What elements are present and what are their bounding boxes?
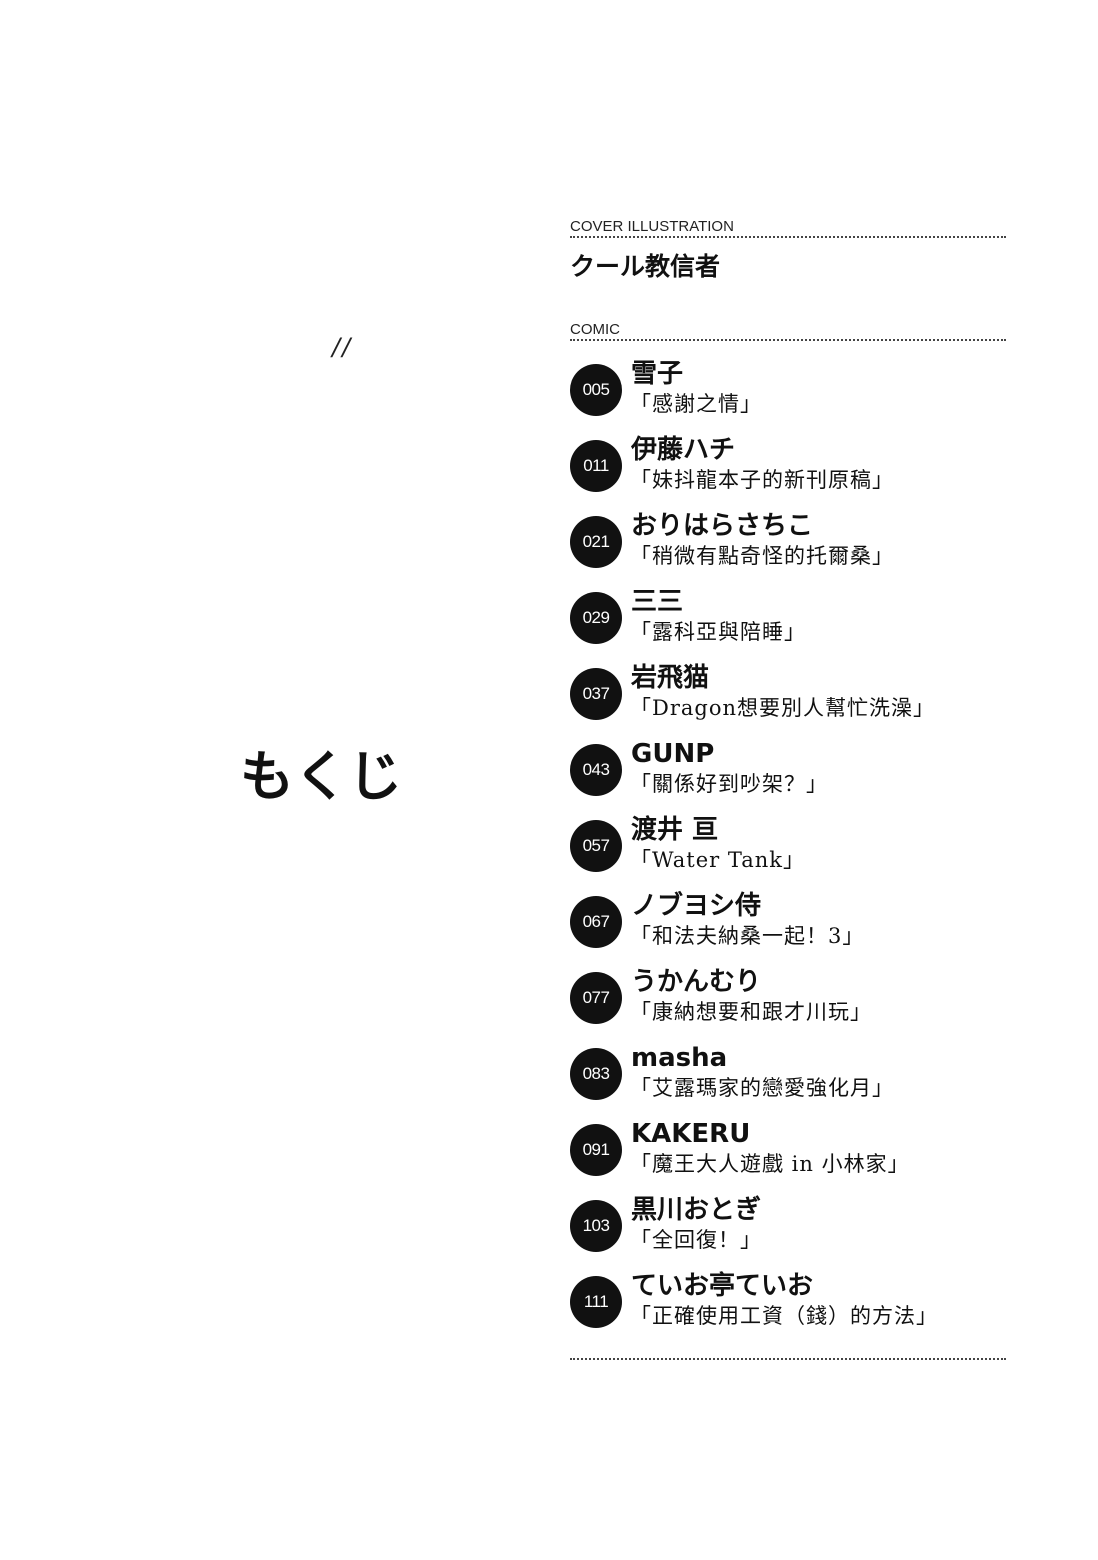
- list-item[interactable]: 103 黒川おとぎ「全回復！」: [570, 1195, 1006, 1271]
- author-name: ノブヨシ侍: [631, 891, 762, 921]
- list-item[interactable]: 083 masha 「艾露瑪家的戀愛強化月」: [570, 1043, 1006, 1119]
- page-number-badge: 057: [570, 820, 622, 872]
- work-title: 「Dragon想要別人幫忙洗澡」: [630, 696, 936, 720]
- author-name: うかんむり: [631, 967, 762, 997]
- work-title: 「妹抖龍本子的新刊原稿」: [630, 468, 894, 492]
- page-number-badge: 043: [570, 744, 622, 796]
- page-number-badge: 067: [570, 896, 622, 948]
- page-mark: //: [332, 333, 353, 361]
- comic-section-label: COMIC: [570, 321, 620, 338]
- author-name: masha: [631, 1043, 728, 1073]
- list-item[interactable]: 021 おりはらさちこ「稍微有點奇怪的托爾桑」: [570, 511, 1006, 587]
- list-item[interactable]: 043 GUNP 「關係好到吵架？」: [570, 739, 1006, 815]
- list-item[interactable]: 111 ていお亭ていお「正確使用工資（錢）的方法」: [570, 1271, 1006, 1347]
- work-title: 「Water Tank」: [630, 848, 806, 872]
- author-name: 黒川おとぎ: [631, 1195, 762, 1225]
- divider: [570, 236, 1006, 238]
- author-name: 三三: [631, 587, 684, 617]
- list-item[interactable]: 057 渡井 亘「Water Tank」: [570, 815, 1006, 891]
- work-title: 「艾露瑪家的戀愛強化月」: [630, 1076, 894, 1100]
- contents-heading: もくじ: [240, 745, 402, 808]
- page-number-badge: 029: [570, 592, 622, 644]
- list-item[interactable]: 029 三三「露科亞與陪睡」: [570, 587, 1006, 663]
- page-number-badge: 103: [570, 1200, 622, 1252]
- author-name: ていお亭ていお: [631, 1271, 814, 1301]
- work-title: 「正確使用工資（錢）的方法」: [630, 1304, 938, 1328]
- author-name: GUNP: [631, 739, 715, 769]
- work-title: 「和法夫納桑一起！3」: [630, 924, 865, 948]
- divider: [570, 339, 1006, 341]
- comic-list: 005 雪子「感謝之情」 011 伊藤ハチ「妹抖龍本子的新刊原稿」 021 おりはらさちこ…: [570, 359, 1006, 1347]
- list-item[interactable]: 005 雪子「感謝之情」: [570, 359, 1006, 435]
- page-number-badge: 021: [570, 516, 622, 568]
- work-title: 「稍微有點奇怪的托爾桑」: [630, 544, 894, 568]
- page-number-badge: 091: [570, 1124, 622, 1176]
- page-number-badge: 005: [570, 364, 622, 416]
- cover-artist: クール教信者: [570, 252, 721, 281]
- author-name: 岩飛猫: [631, 663, 710, 693]
- table-of-contents: COVER ILLUSTRATION クール教信者 COMIC 005 雪子「感謝…: [570, 218, 1006, 1360]
- work-title: 「感謝之情」: [630, 392, 762, 416]
- author-name: おりはらさちこ: [631, 511, 814, 541]
- work-title: 「關係好到吵架？」: [630, 772, 828, 796]
- page-number-badge: 077: [570, 972, 622, 1024]
- page-number-badge: 037: [570, 668, 622, 720]
- list-item[interactable]: 011 伊藤ハチ「妹抖龍本子的新刊原稿」: [570, 435, 1006, 511]
- author-name: 伊藤ハチ: [631, 435, 736, 465]
- cover-section-label: COVER ILLUSTRATION: [570, 218, 734, 235]
- list-item[interactable]: 091 KAKERU 「魔王大人遊戲 in 小林家」: [570, 1119, 1006, 1195]
- author-name: 雪子: [631, 359, 684, 389]
- page-number-badge: 011: [570, 440, 622, 492]
- list-item[interactable]: 077 うかんむり「康納想要和跟才川玩」: [570, 967, 1006, 1043]
- page-number-badge: 083: [570, 1048, 622, 1100]
- work-title: 「魔王大人遊戲 in 小林家」: [630, 1152, 910, 1176]
- author-name: KAKERU: [631, 1119, 751, 1149]
- author-name: 渡井 亘: [631, 815, 719, 845]
- list-item[interactable]: 037 岩飛猫「Dragon想要別人幫忙洗澡」: [570, 663, 1006, 739]
- divider: [570, 1358, 1006, 1360]
- work-title: 「露科亞與陪睡」: [630, 620, 806, 644]
- work-title: 「康納想要和跟才川玩」: [630, 1000, 872, 1024]
- work-title: 「全回復！」: [630, 1228, 762, 1252]
- page-number-badge: 111: [570, 1276, 622, 1328]
- list-item[interactable]: 067 ノブヨシ侍「和法夫納桑一起！3」: [570, 891, 1006, 967]
